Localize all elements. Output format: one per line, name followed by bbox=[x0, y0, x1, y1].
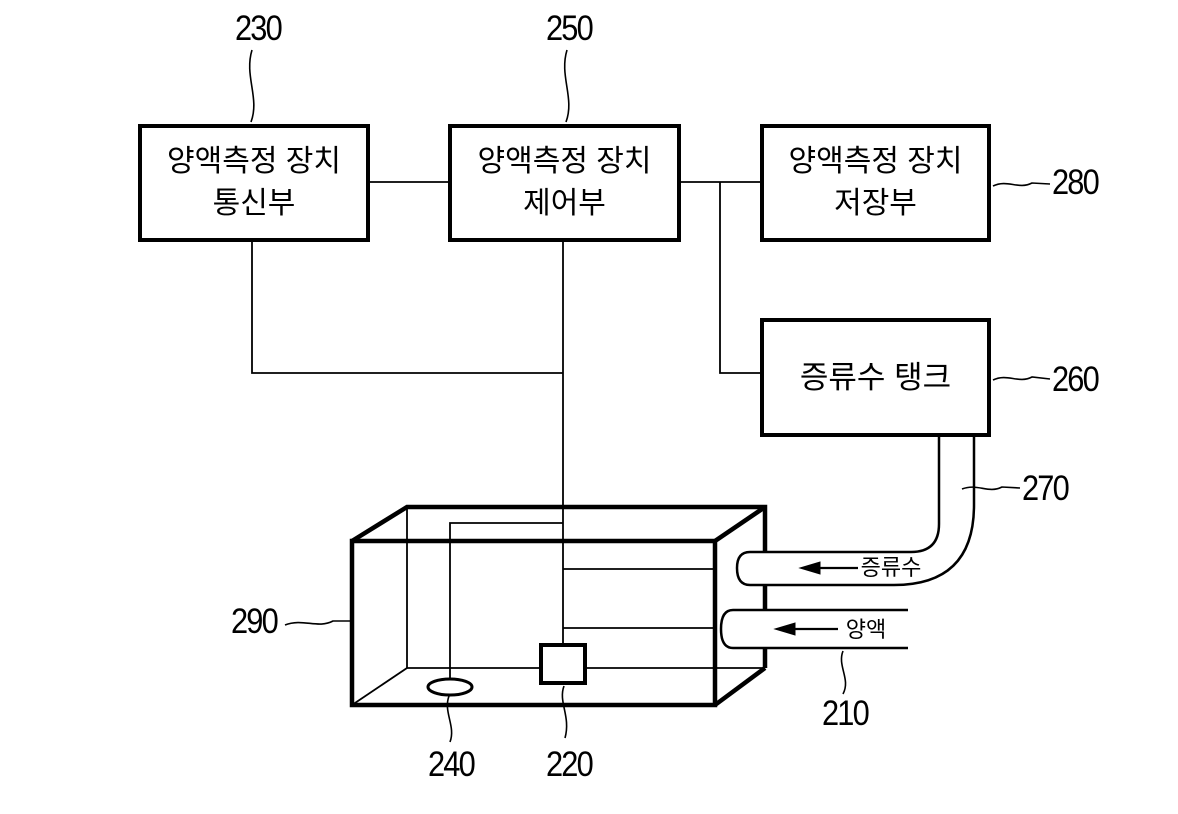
connector-230-down bbox=[251, 242, 563, 374]
tank-top-back-edges bbox=[350, 504, 768, 668]
box-storage-unit: 양액측정 장치 저장부 bbox=[760, 124, 991, 242]
tank-bottom-right-diagonal bbox=[713, 666, 767, 707]
ref-label-270: 270 bbox=[1021, 469, 1070, 508]
pipe-nutrient-outline bbox=[719, 608, 908, 650]
leader-250 bbox=[563, 49, 570, 123]
box-control-unit: 양액측정 장치 제어부 bbox=[448, 124, 681, 242]
flow-arrows bbox=[773, 561, 858, 636]
leader-280 bbox=[992, 182, 1051, 187]
leader-240 bbox=[446, 695, 453, 743]
leader-210 bbox=[840, 650, 847, 695]
pipe-distilled-water bbox=[735, 431, 976, 587]
tank-top-right-diagonal bbox=[713, 505, 767, 543]
drain-ellipse-240 bbox=[426, 677, 474, 697]
tank-outline bbox=[349, 504, 768, 708]
box-storage-unit-line2: 저장부 bbox=[834, 187, 917, 220]
box-storage-unit-line1: 양액측정 장치 bbox=[788, 145, 963, 178]
block-connectors bbox=[251, 181, 760, 645]
box-communication-unit-line1: 양액측정 장치 bbox=[167, 145, 341, 178]
box-control-unit-line2: 제어부 bbox=[523, 187, 606, 220]
ref-label-210: 210 bbox=[821, 694, 870, 733]
connector-250-260 bbox=[719, 182, 760, 374]
box-communication-unit: 양액측정 장치 통신부 bbox=[138, 124, 370, 242]
leader-230 bbox=[248, 49, 255, 123]
tank-bottom-left-diagonal bbox=[351, 667, 408, 706]
ref-label-280: 280 bbox=[1051, 163, 1100, 202]
leader-290 bbox=[284, 620, 352, 626]
box-distilled-water-tank-label: 증류수 탱크 bbox=[799, 359, 952, 395]
leader-260 bbox=[992, 376, 1051, 381]
label-nutrient-solution-flow: 양액 bbox=[845, 617, 887, 642]
label-distilled-water-flow: 증류수 bbox=[860, 555, 922, 580]
sensor-branch-line bbox=[449, 522, 563, 680]
ref-label-290: 290 bbox=[230, 602, 279, 641]
leader-lines bbox=[248, 49, 1051, 743]
ref-label-230: 230 bbox=[234, 9, 283, 48]
arrow-left-icon bbox=[798, 561, 821, 575]
ref-label-260: 260 bbox=[1051, 360, 1100, 399]
ref-label-240: 240 bbox=[427, 745, 476, 784]
leader-270 bbox=[961, 486, 1021, 491]
ref-label-250: 250 bbox=[545, 9, 594, 48]
ref-label-220: 220 bbox=[545, 745, 594, 784]
leader-220 bbox=[561, 685, 568, 739]
box-control-unit-line1: 양액측정 장치 bbox=[477, 145, 652, 178]
arrow-left-icon bbox=[773, 622, 796, 636]
box-distilled-water-tank: 증류수 탱크 bbox=[760, 318, 991, 437]
box-communication-unit-line2: 통신부 bbox=[212, 187, 296, 220]
sensor-box-220 bbox=[539, 643, 587, 685]
